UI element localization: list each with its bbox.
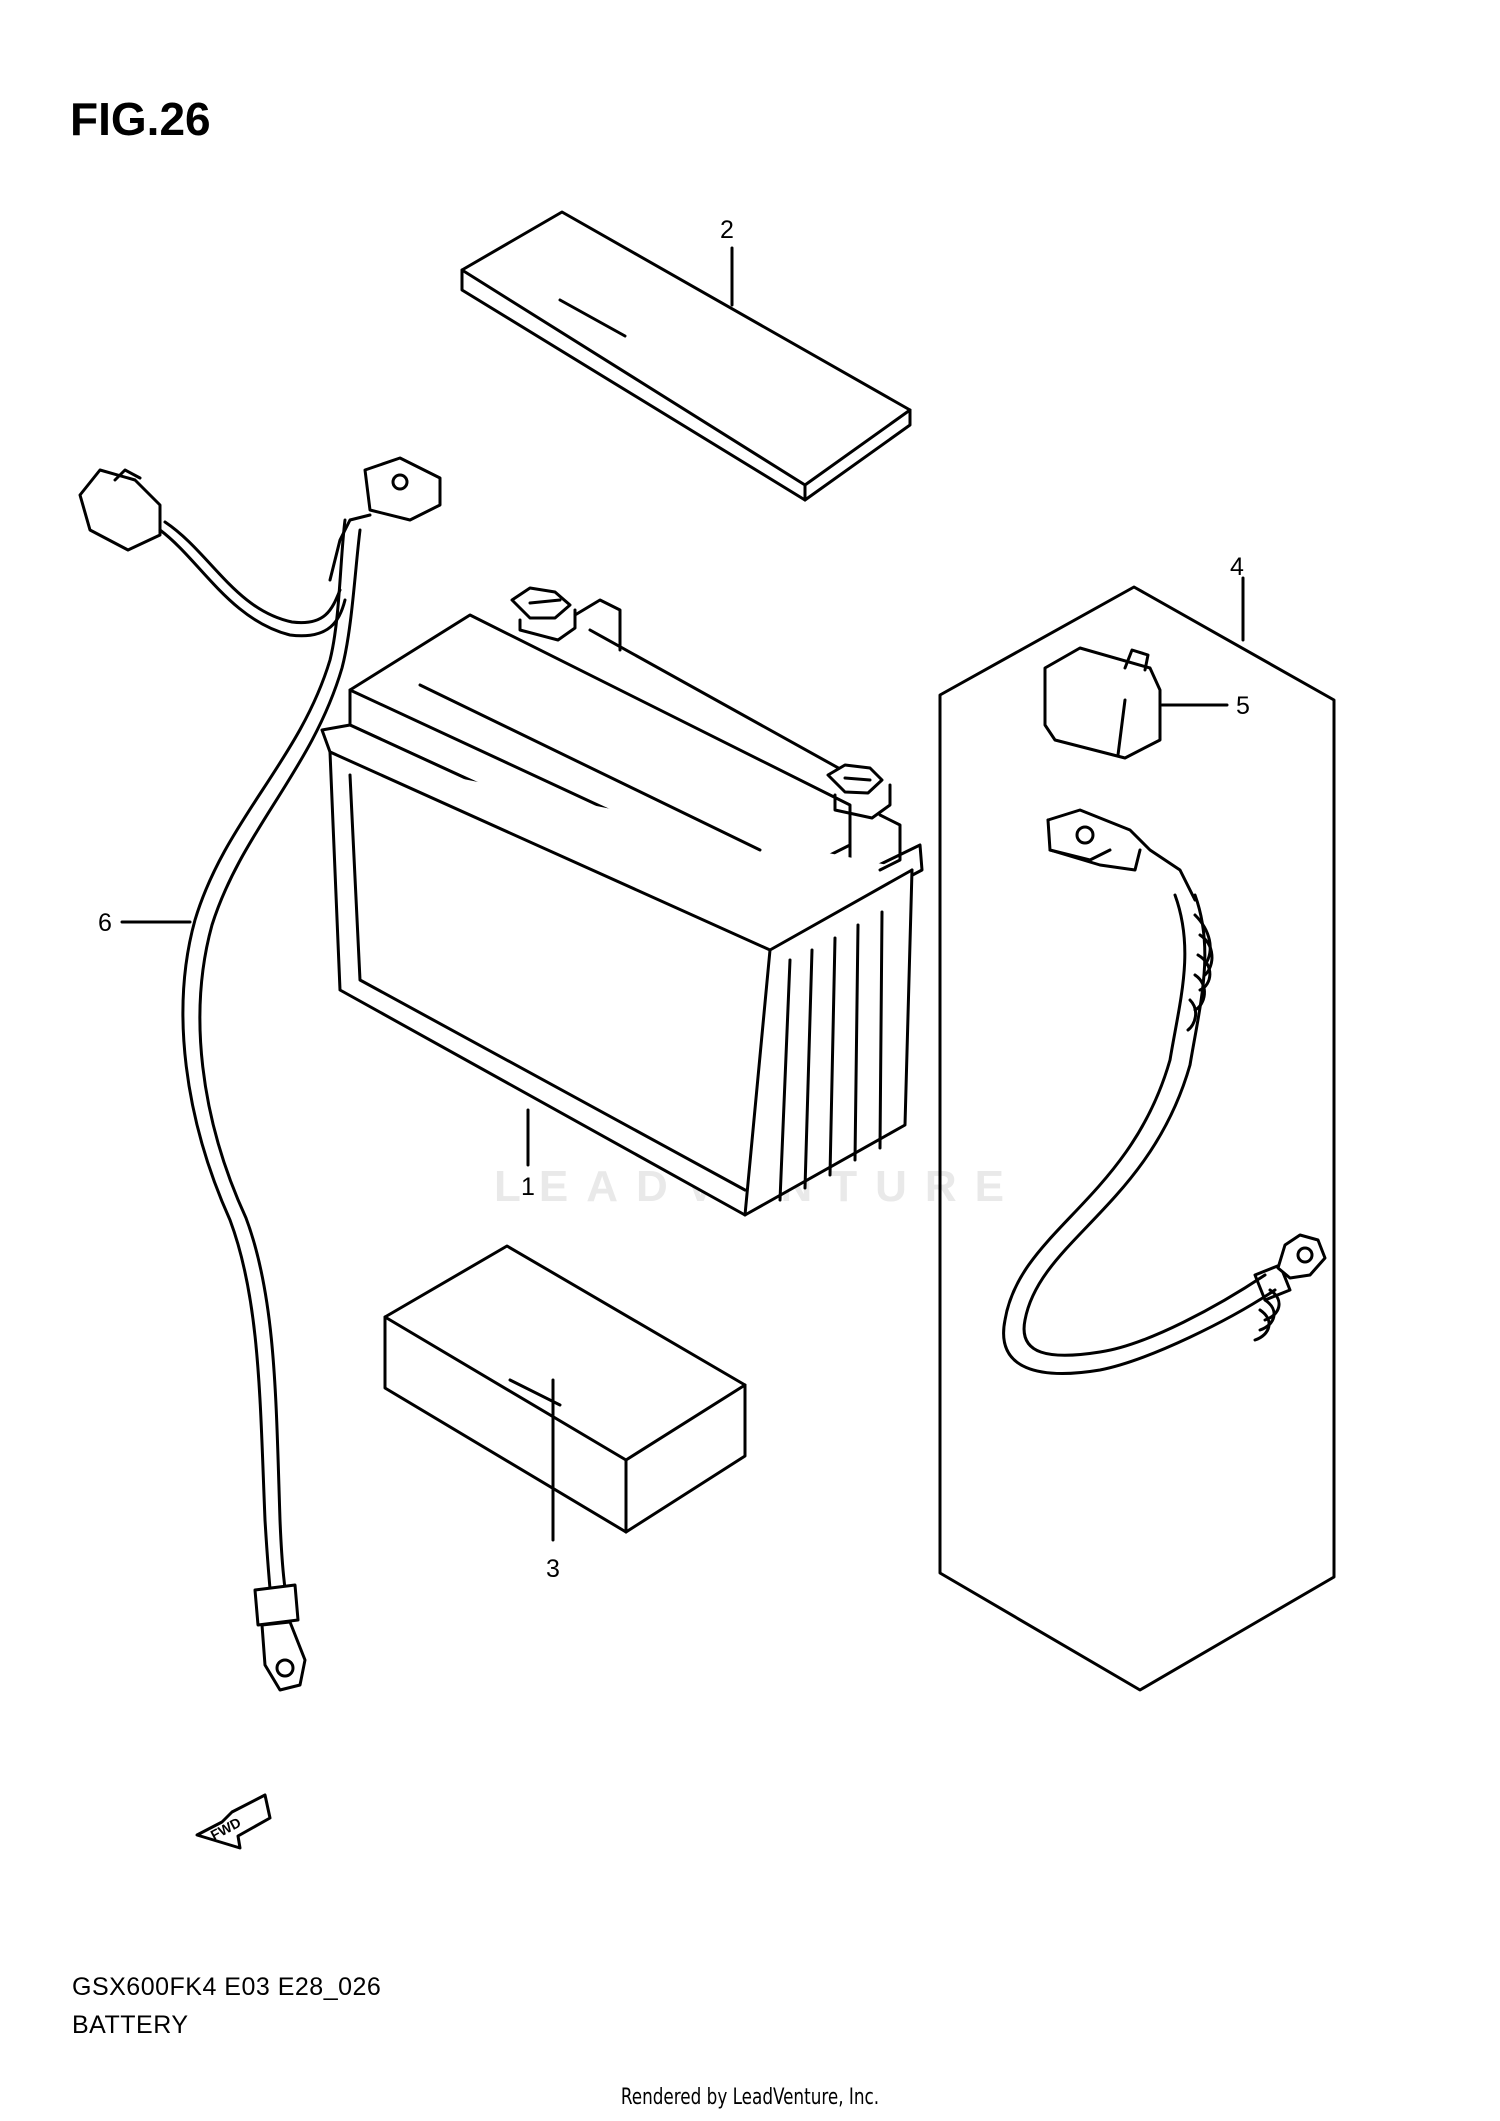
wire-harness-part-6 <box>78 456 442 1692</box>
callout-2: 2 <box>720 216 734 244</box>
callout-3: 3 <box>546 1555 560 1583</box>
figure-title: FIG.26 <box>70 93 211 145</box>
cable-assembly-part-4 <box>938 585 1336 1692</box>
model-code: GSX600FK4 E03 E28_026 <box>72 1973 382 2001</box>
callout-4: 4 <box>1230 553 1244 581</box>
battery-part-1 <box>320 586 924 1217</box>
block-spacer-part-3 <box>383 1244 747 1534</box>
spacer-pad-part-2 <box>460 210 912 502</box>
fwd-arrow-icon <box>195 1793 272 1850</box>
section-title: BATTERY <box>72 2011 189 2039</box>
callout-6: 6 <box>98 909 112 937</box>
callout-5: 5 <box>1236 692 1250 720</box>
callout-1: 1 <box>521 1173 535 1201</box>
rendered-by-credit: Rendered by LeadVenture, Inc. <box>620 2085 880 2110</box>
